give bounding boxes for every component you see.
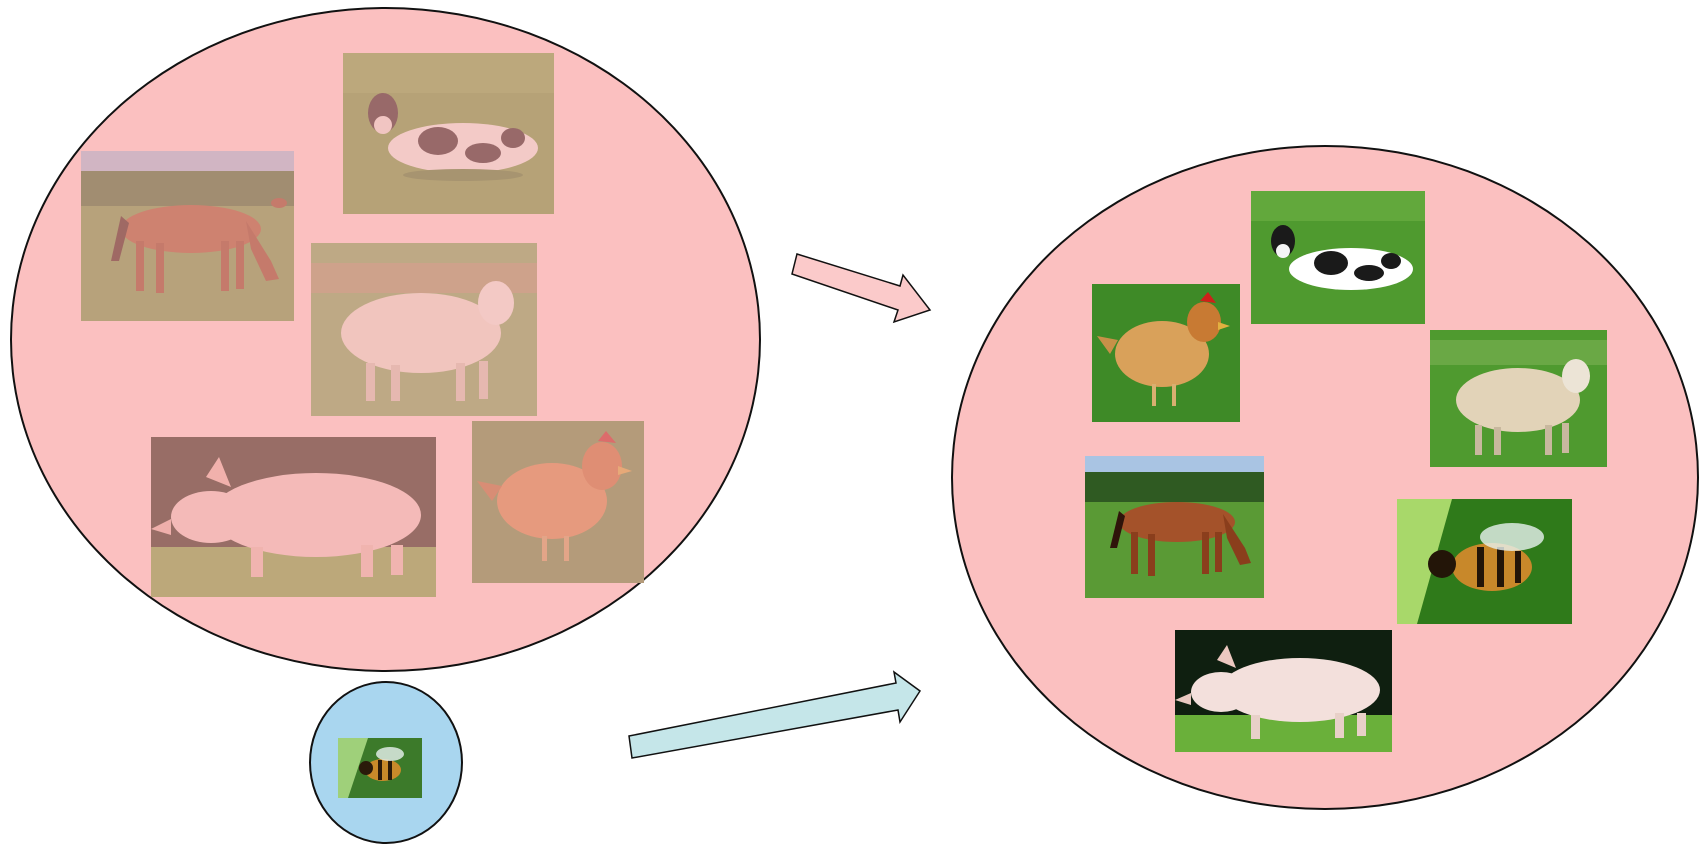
bee-icon (338, 738, 422, 798)
cow-icon (343, 53, 554, 214)
sheep-icon (1430, 330, 1607, 467)
horse-icon (81, 151, 294, 321)
bee-photo-right (1397, 499, 1572, 624)
pig-icon (1175, 630, 1392, 752)
chicken-photo (472, 421, 644, 583)
upper-arrow-icon (791, 253, 932, 324)
chicken-icon (1092, 284, 1240, 422)
pig-photo-right (1175, 630, 1392, 752)
lower-arrow-icon (628, 670, 922, 759)
pig-icon (151, 437, 436, 597)
sheep-photo-right (1430, 330, 1607, 467)
cow-photo-right (1251, 191, 1425, 324)
bee-icon (1397, 499, 1572, 624)
sheep-photo (311, 243, 537, 416)
bee-photo-small (338, 738, 422, 798)
chicken-photo-right (1092, 284, 1240, 422)
horse-photo-right (1085, 456, 1264, 598)
horse-icon (1085, 456, 1264, 598)
pig-photo (151, 437, 436, 597)
cow-photo (343, 53, 554, 214)
sheep-icon (311, 243, 537, 416)
cow-icon (1251, 191, 1425, 324)
horse-photo (81, 151, 294, 321)
chicken-icon (472, 421, 644, 583)
